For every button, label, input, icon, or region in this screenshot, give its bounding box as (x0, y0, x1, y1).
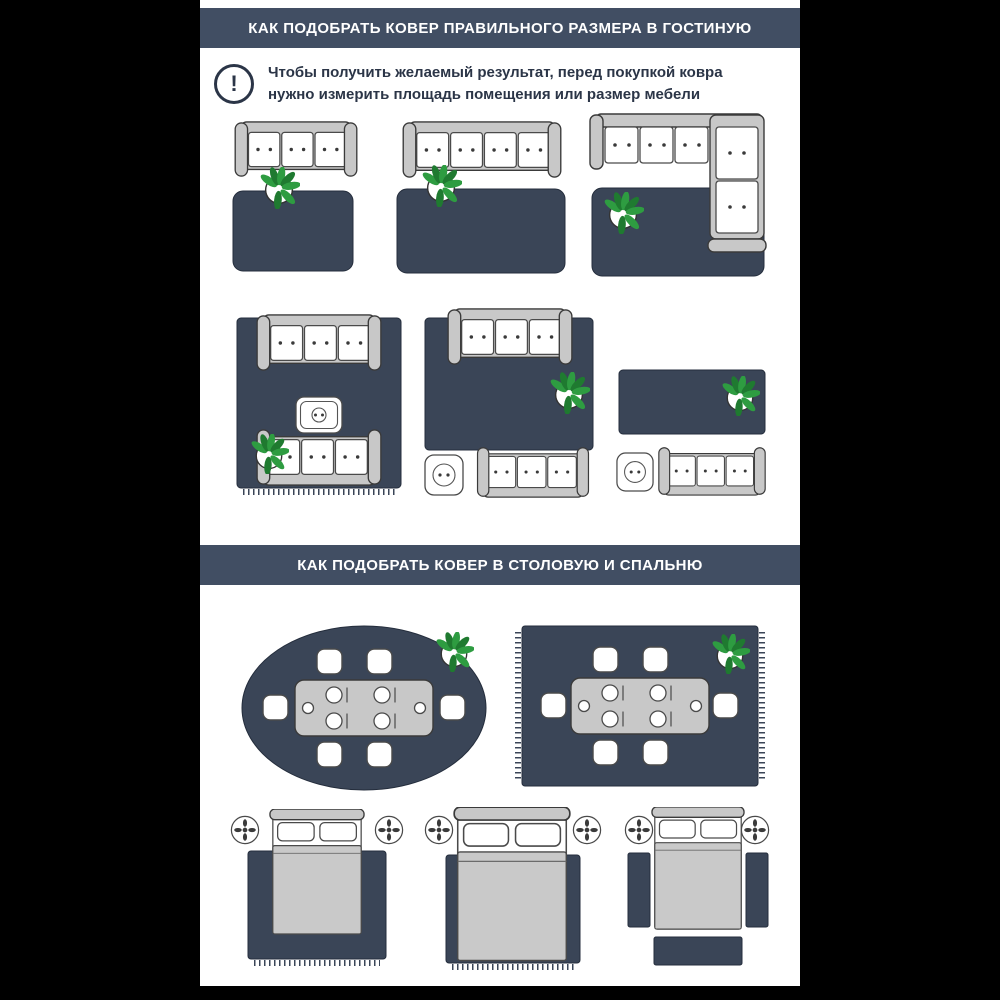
rug (396, 188, 566, 274)
side-table-icon (424, 454, 464, 496)
diagram-medium-rug-sofa-edge (424, 308, 594, 498)
diagram-small-rug (616, 369, 766, 496)
corner-sofa-icon (589, 113, 767, 253)
chair-icon (592, 739, 619, 766)
side-table-icon (616, 452, 654, 492)
dining-table-icon (570, 677, 710, 735)
bedside-table-icon (230, 815, 260, 845)
diagram-rug-in-front-of-sofa (232, 121, 358, 272)
chair-icon (439, 694, 466, 721)
diagram-runner-rugs-bed (624, 807, 770, 966)
sofa-icon (234, 121, 358, 177)
sofa-icon (402, 121, 562, 178)
infographic-content: КАК ПОДОБРАТЬ КОВЕР ПРАВИЛЬНОГО РАЗМЕРА … (200, 0, 800, 986)
exclamation-icon: ! (214, 63, 254, 104)
chair-icon (316, 648, 343, 675)
diagram-rug-under-lower-bed (424, 807, 602, 970)
coffee-table-icon (295, 396, 343, 434)
sofa-icon (658, 447, 766, 496)
foot-rug (653, 936, 743, 966)
sofa-icon (447, 308, 573, 365)
measure-note-text: Чтобы получить желаемый результат, перед… (268, 64, 723, 103)
diagram-rug-corner-sofa (589, 113, 767, 277)
diagram-rect-rug-dining (515, 625, 765, 787)
side-runner-rug (745, 852, 769, 928)
bedside-table-icon (740, 815, 770, 845)
diagram-rug-under-whole-bed (230, 809, 404, 966)
dining-table-icon (294, 679, 434, 737)
bedside-table-icon (424, 815, 454, 845)
sofa-icon (476, 447, 590, 498)
section-title-dining-bedroom: КАК ПОДОБРАТЬ КОВЕР В СТОЛОВУЮ И СПАЛЬНЮ (200, 545, 800, 585)
chair-icon (262, 694, 289, 721)
bed-icon (269, 809, 365, 935)
chair-icon (592, 646, 619, 673)
chair-icon (642, 646, 669, 673)
bedside-table-icon (624, 815, 654, 845)
measure-note: ! Чтобы получить желаемый результат, пер… (214, 62, 792, 106)
bed-icon (651, 807, 745, 930)
chair-icon (540, 692, 567, 719)
exclamation-glyph: ! (230, 70, 238, 96)
bed-icon (453, 807, 571, 962)
chair-icon (642, 739, 669, 766)
chair-icon (366, 741, 393, 768)
chair-icon (316, 741, 343, 768)
diagram-oval-rug-dining (241, 625, 487, 791)
chair-icon (366, 648, 393, 675)
dining-bedroom-title-text: КАК ПОДОБРАТЬ КОВЕР В СТОЛОВУЮ И СПАЛЬНЮ (297, 556, 703, 574)
bedside-table-icon (374, 815, 404, 845)
diagram-large-rug-two-sofas (236, 314, 402, 495)
sofa-icon (256, 314, 382, 371)
side-runner-rug (627, 852, 651, 928)
chair-icon (712, 692, 739, 719)
bedside-table-icon (572, 815, 602, 845)
section-title-living-room: КАК ПОДОБРАТЬ КОВЕР ПРАВИЛЬНОГО РАЗМЕРА … (200, 8, 800, 48)
diagram-rug-under-sofa-front (396, 121, 566, 274)
living-room-title-text: КАК ПОДОБРАТЬ КОВЕР ПРАВИЛЬНОГО РАЗМЕРА … (248, 19, 752, 37)
